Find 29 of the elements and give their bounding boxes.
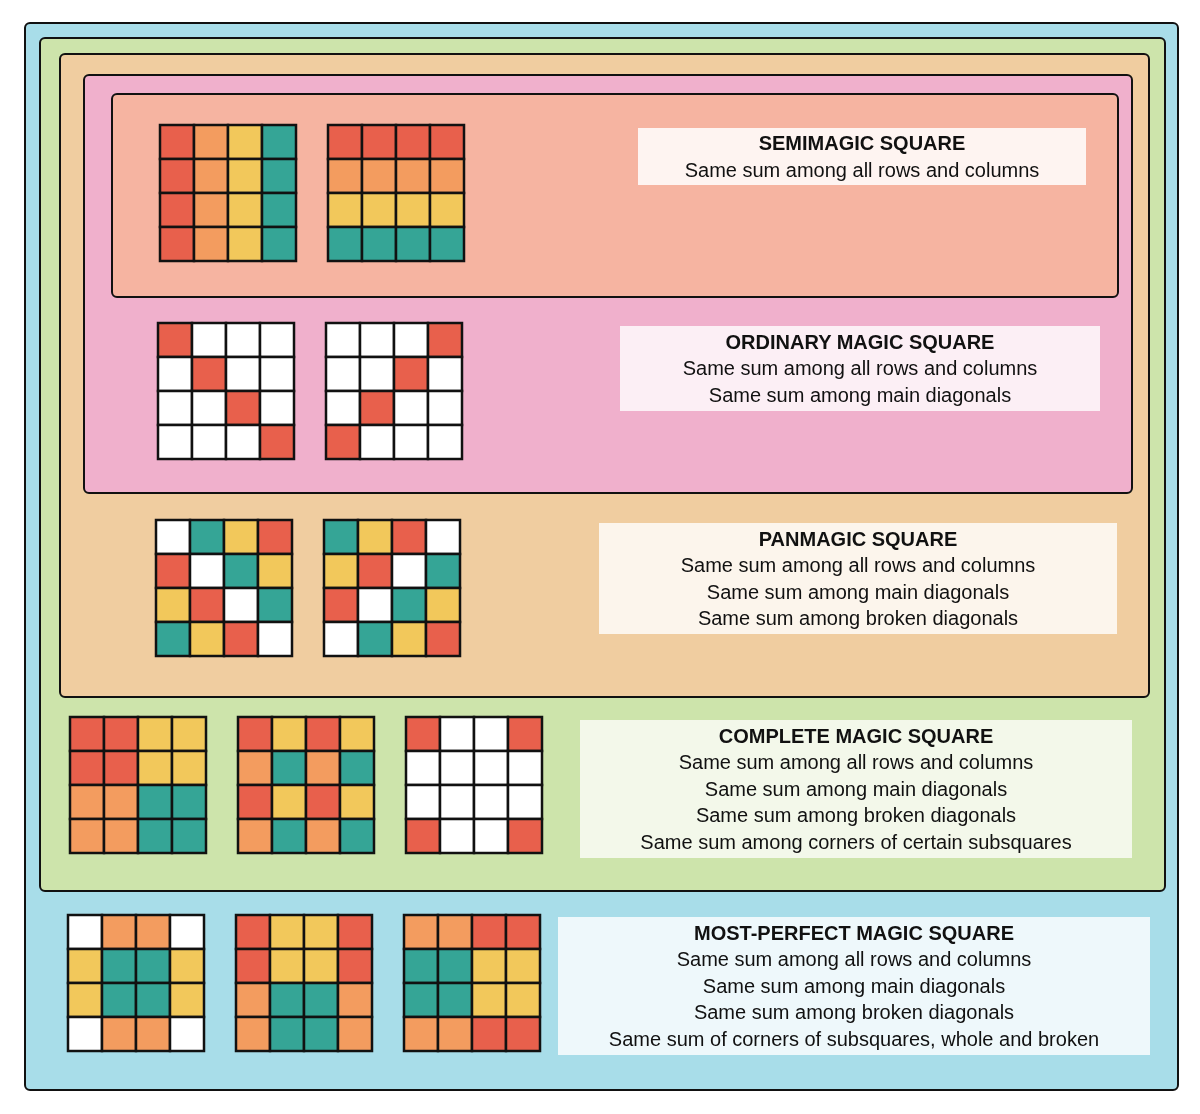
- property-text: Same sum among main diagonals: [704, 776, 1008, 802]
- property-text: Same sum among all rows and columns: [682, 356, 1038, 382]
- property-text: Same sum among all rows and columns: [678, 750, 1034, 776]
- property-text: Same sum among corners of certain subsquares: [640, 829, 1072, 855]
- panel-heading: COMPLETE MAGIC SQUARE: [718, 723, 994, 749]
- property-text: Same sum among all rows and columns: [684, 157, 1040, 183]
- description-panel: [580, 720, 1132, 858]
- property-text: Same sum among main diagonals: [706, 579, 1010, 605]
- description-panel: [638, 128, 1086, 185]
- property-text: Same sum among main diagonals: [702, 973, 1006, 999]
- panel-heading: MOST-PERFECT MAGIC SQUARE: [694, 920, 1014, 946]
- property-text: Same sum among broken diagonals: [695, 803, 1017, 829]
- property-text: Same sum among broken diagonals: [697, 606, 1019, 631]
- category-region: [83, 74, 1133, 494]
- panel-heading: ORDINARY MAGIC SQUARE: [725, 329, 995, 355]
- description-panel: [620, 326, 1100, 411]
- category-region: [59, 53, 1150, 698]
- description-panel: [558, 917, 1150, 1055]
- description-panel: [599, 523, 1117, 634]
- property-text: Same sum among all rows and columns: [676, 947, 1032, 973]
- property-text: Same sum among all rows and columns: [680, 553, 1036, 578]
- property-text: Same sum among main diagonals: [708, 382, 1012, 408]
- property-text: Same sum of corners of subsquares, whole and broken: [608, 1026, 1100, 1052]
- panel-heading: PANMAGIC SQUARE: [758, 526, 958, 552]
- category-region: [39, 37, 1166, 892]
- panel-heading: SEMIMAGIC SQUARE: [758, 131, 966, 156]
- property-text: Same sum among broken diagonals: [693, 1000, 1015, 1026]
- category-region: [24, 22, 1179, 1091]
- category-region: [111, 93, 1119, 298]
